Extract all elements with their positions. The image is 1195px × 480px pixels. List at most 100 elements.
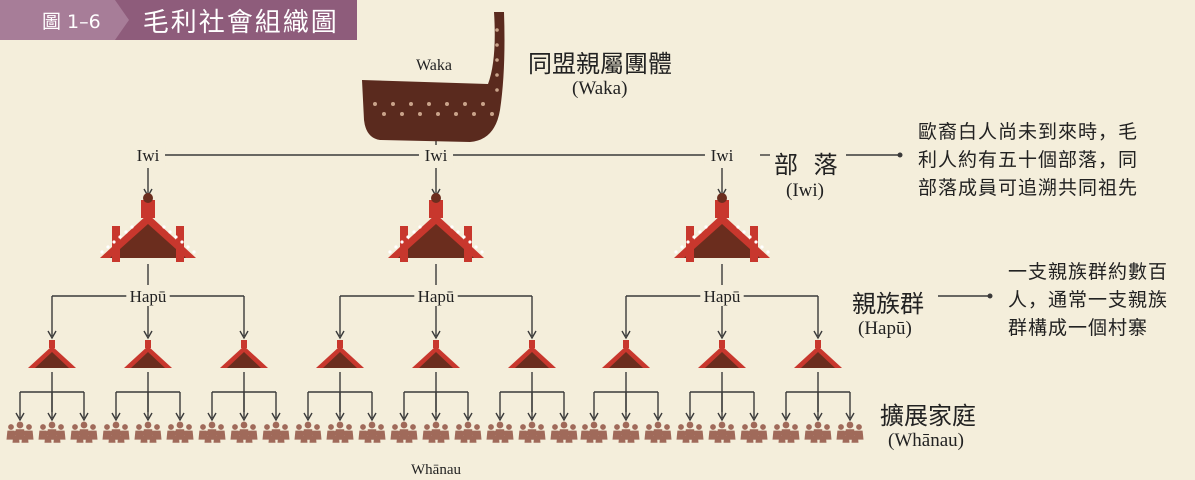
roof-pattern-dot — [130, 225, 134, 229]
arrowhead-icon — [527, 412, 537, 422]
person-head — [54, 430, 60, 436]
meeting-house-small-icon — [412, 340, 460, 368]
canoe-hull — [362, 12, 505, 142]
meeting-house-small-icon — [602, 340, 650, 368]
person-head — [742, 424, 748, 430]
roof-pattern-dot — [406, 235, 410, 239]
person-body — [492, 435, 500, 443]
person-body — [140, 435, 148, 443]
person-body — [650, 435, 658, 443]
person-head — [365, 430, 371, 436]
hapu-title-zh: 親族群 — [852, 290, 924, 318]
person-head — [590, 421, 598, 429]
person-head — [654, 421, 662, 429]
person-body — [755, 435, 763, 443]
person-head — [122, 424, 128, 430]
person-head — [660, 430, 666, 436]
person-head — [710, 424, 716, 430]
house-post — [464, 226, 472, 262]
iwi-note-line: 部落成員可追溯共同祖先 — [918, 177, 1139, 199]
person-head — [538, 424, 544, 430]
hapu-note-dot — [987, 293, 993, 299]
person-body — [373, 435, 381, 443]
person-head — [774, 424, 780, 430]
person-head — [664, 424, 670, 430]
person-head — [136, 424, 142, 430]
person-head — [600, 424, 606, 430]
roof-pattern-dot — [450, 225, 454, 229]
hapu-note-line: 一支親族群約數百 — [1008, 261, 1169, 283]
person-head — [750, 421, 758, 429]
arrowhead-icon — [111, 412, 121, 422]
waka-canoe-icon — [362, 12, 505, 142]
whanau-family-icon — [486, 421, 514, 443]
label-background — [704, 146, 740, 166]
person-head — [16, 421, 24, 429]
arrowhead-icon — [621, 330, 631, 340]
meeting-house-large-icon — [388, 193, 484, 262]
person-head — [852, 430, 858, 436]
canoe-carving-dot — [436, 112, 440, 116]
canoe-carving-dot — [418, 112, 422, 116]
whanau-family-icon — [550, 421, 578, 443]
person-body — [787, 435, 795, 443]
person-body — [778, 435, 786, 443]
roof-pattern-dot — [162, 225, 166, 229]
canoe-carving-dot — [382, 112, 386, 116]
person-body — [117, 435, 125, 443]
person-body — [21, 435, 29, 443]
house-body — [323, 352, 357, 368]
meeting-house-small-icon — [316, 340, 364, 368]
person-body — [723, 435, 731, 443]
arrowhead-icon — [559, 412, 569, 422]
person-body — [300, 435, 308, 443]
house-post — [686, 226, 694, 262]
arrowhead-icon — [813, 412, 823, 422]
label-background — [700, 287, 744, 307]
person-head — [208, 421, 216, 429]
person-body — [565, 435, 573, 443]
person-body — [691, 435, 699, 443]
meeting-house-large-icon — [674, 193, 770, 262]
person-head — [77, 430, 83, 436]
person-head — [792, 424, 798, 430]
whanau-family-icon — [6, 421, 34, 443]
hapu-node-label: Hapū — [418, 287, 455, 306]
canoe-carving-dot — [373, 102, 377, 106]
person-head — [264, 424, 270, 430]
arrowhead-icon — [335, 330, 345, 340]
hapu-title-en: (Hapū) — [858, 318, 912, 339]
label-background — [414, 287, 458, 307]
person-head — [506, 424, 512, 430]
hapu-node-label: Hapū — [130, 287, 167, 306]
roof-pattern-dot — [766, 250, 770, 254]
person-head — [534, 430, 540, 436]
canoe-carving-dot — [409, 102, 413, 106]
person-head — [392, 424, 398, 430]
canoe-carving-dot — [391, 102, 395, 106]
roof-pattern-dot — [192, 250, 196, 254]
roof-pattern-dot — [456, 230, 460, 234]
roof-pattern-dot — [100, 250, 104, 254]
person-head — [760, 424, 766, 430]
iwi-note-line: 歐裔白人尚未到來時，毛 — [918, 121, 1139, 143]
hapu-note: 一支親族群約數百 人，通常一支親族 群構成一個村寨 — [1008, 258, 1168, 342]
arrowhead-icon — [271, 412, 281, 422]
person-body — [76, 435, 84, 443]
label-background — [126, 287, 170, 307]
hapu-node-label: Hapū — [704, 287, 741, 306]
whanau-family-icon — [422, 421, 450, 443]
person-body — [213, 435, 221, 443]
whanau-family-icon — [262, 421, 290, 443]
house-post — [400, 226, 408, 262]
person-head — [118, 430, 124, 436]
person-head — [406, 430, 412, 436]
whanau-title-zh: 擴展家庭 — [880, 402, 976, 430]
person-body — [714, 435, 722, 443]
person-head — [820, 430, 826, 436]
person-body — [437, 435, 445, 443]
person-body — [149, 435, 157, 443]
person-head — [496, 421, 504, 429]
canoe-carving-dot — [445, 102, 449, 106]
iwi-node-label: Iwi — [425, 146, 448, 165]
